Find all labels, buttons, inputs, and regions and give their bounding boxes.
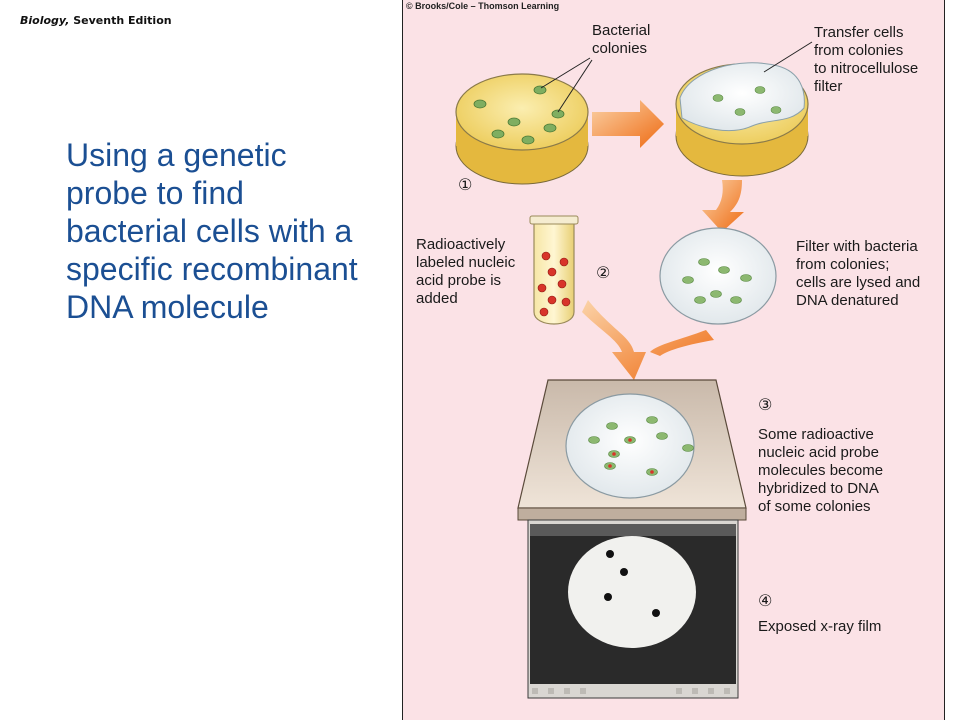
hybridized-probe-spots	[608, 438, 654, 474]
radioactive-spots	[604, 550, 660, 617]
label-probe-added: Radioactively labeled nucleic acid probe…	[416, 236, 516, 307]
step-4-number: ④	[758, 591, 773, 610]
slide-title: Using a genetic probe to find bacterial …	[66, 137, 358, 325]
hybridization-stage	[517, 379, 747, 521]
label-filter-lysed: Filter with bacteria from colonies; cell…	[796, 238, 921, 309]
colonies-pointer-lines	[540, 57, 593, 113]
step-1-number: ①	[458, 175, 473, 194]
petri-dish-with-filter	[675, 62, 809, 177]
nitrocellulose-filter	[679, 62, 805, 132]
bacterial-colonies	[473, 85, 565, 145]
arrow-down-right	[702, 180, 744, 232]
label-transfer-cells: Transfer cells from colonies to nitrocel…	[814, 24, 919, 95]
copyright-notice: © Brooks/Cole – Thomson Learning	[406, 1, 560, 11]
filter-circle	[659, 227, 777, 325]
xray-film	[527, 519, 739, 699]
arrow-merge-down	[582, 300, 714, 380]
label-xray-film: Exposed x-ray film	[758, 618, 882, 635]
arrow-right	[592, 100, 664, 148]
transfer-pointer-line	[763, 41, 813, 73]
probe-test-tube	[529, 215, 579, 325]
step-3-number: ③	[758, 395, 773, 414]
label-bacterial-colonies: Bacterial colonies	[592, 22, 651, 57]
petri-dish	[455, 73, 589, 185]
book-edition-label: Biology, Seventh Edition	[20, 14, 172, 27]
label-hybridized: Some radioactive nucleic acid probe mole…	[758, 426, 884, 515]
probe-molecules	[537, 251, 571, 317]
step-2-number: ②	[596, 263, 611, 282]
